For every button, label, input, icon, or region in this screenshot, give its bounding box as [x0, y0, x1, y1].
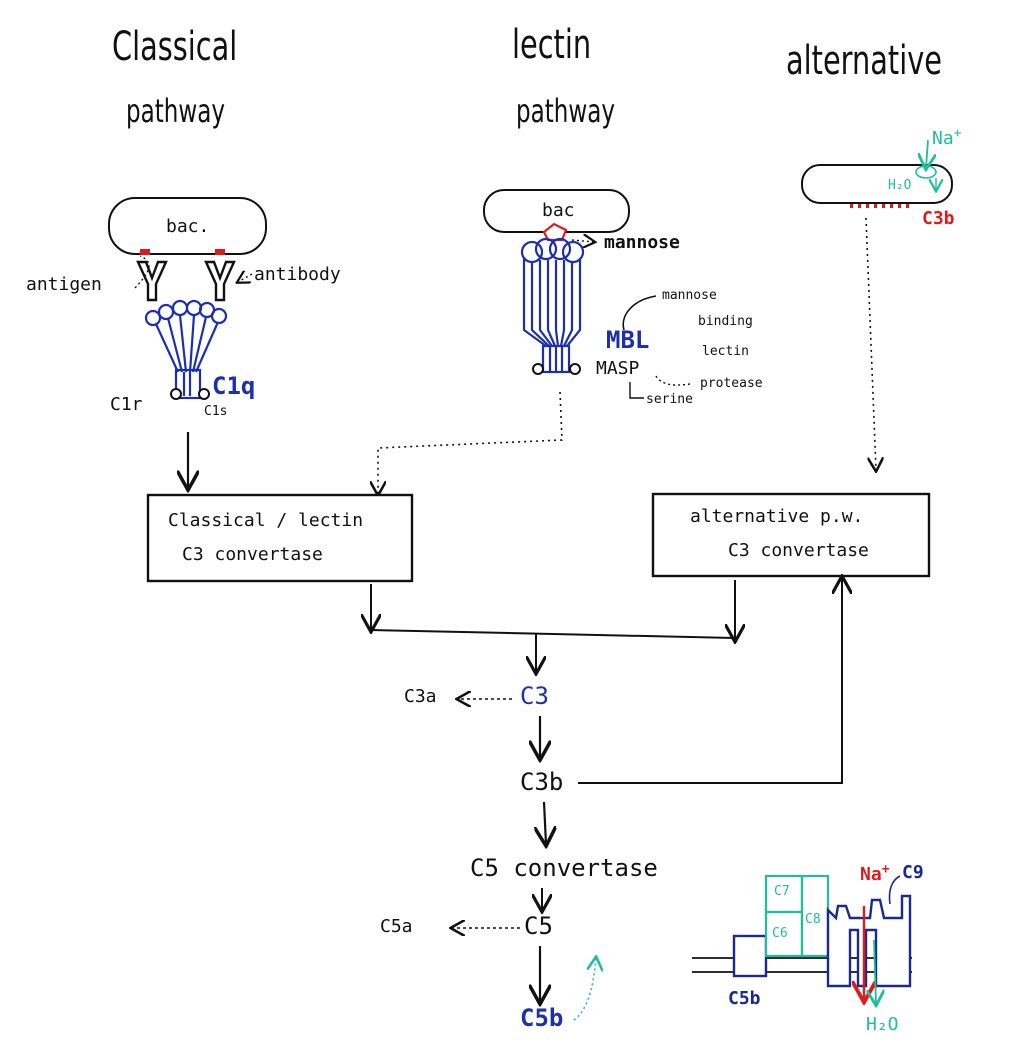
lectin-title: lectin	[512, 22, 592, 68]
classical-bacterium	[108, 197, 267, 255]
mac-c6-block	[764, 910, 804, 958]
alt-na-label: Na+	[932, 126, 962, 149]
antibody-label: antibody	[254, 264, 341, 285]
mac-na-text: Na	[860, 864, 882, 885]
c5b-to-mac-dotted	[573, 958, 596, 1021]
antigen-pointer	[134, 255, 150, 289]
c3b-label: C3b	[520, 768, 564, 796]
alternative-box-line1: alternative p.w.	[690, 506, 864, 527]
pore-mark	[915, 165, 937, 179]
c5a-label: C5a	[380, 916, 413, 937]
masp-ring-right	[569, 363, 581, 375]
protease-pointer	[655, 375, 691, 386]
alt-h2o-label: H₂O	[888, 178, 912, 193]
alternative-to-box-dotted	[865, 217, 876, 470]
serine-label: serine	[646, 392, 693, 407]
mac-c5b-label: C5b	[728, 988, 761, 1009]
alternative-bacterium	[801, 164, 953, 204]
classical-subtitle: pathway	[126, 92, 225, 130]
mbl-expansion-3: lectin	[702, 344, 749, 359]
c3b-feedback-line	[578, 578, 842, 784]
mac-c9-label: C9	[902, 862, 924, 883]
mannose-label: mannose	[604, 232, 680, 253]
alternative-title: alternative	[786, 38, 942, 84]
mac-c5b-block	[732, 934, 768, 978]
mac-c7-label: C7	[774, 884, 790, 899]
alt-na-text: Na	[932, 128, 954, 149]
classical-cell-label: bac.	[166, 216, 210, 237]
alternative-convertase-box	[651, 492, 931, 578]
mannose-pointer	[571, 240, 594, 242]
classical-lectin-convertase-box	[146, 493, 414, 583]
mac-c8-label: C8	[805, 912, 821, 927]
alt-c3b-label: C3b	[922, 208, 955, 229]
antibody-left	[136, 260, 168, 302]
mbl-expansion-2: binding	[698, 314, 753, 329]
mac-c6-label: C6	[772, 926, 788, 941]
masp-label: MASP	[596, 358, 640, 379]
c9-label-pointer	[888, 875, 901, 905]
c1q-complex	[144, 299, 228, 400]
mac-c8-block	[800, 874, 830, 958]
mbl-label: MBL	[606, 326, 650, 354]
mbl-bracket	[622, 295, 657, 331]
merge-line	[370, 629, 736, 639]
antigen-label: antigen	[26, 274, 102, 295]
mac-h2o-label: H₂O	[866, 1014, 899, 1035]
c3a-label: C3a	[404, 686, 437, 707]
antigen-mark-left	[140, 249, 150, 255]
c1r-ring	[170, 388, 182, 400]
lectin-to-box-dotted	[378, 391, 563, 494]
alternative-box-line2: C3 convertase	[728, 540, 869, 561]
antigen-mark-right	[215, 249, 225, 255]
lectin-subtitle: pathway	[516, 92, 615, 130]
lectin-cell-label: bac	[542, 200, 575, 221]
mbl-expansion-1: mannose	[662, 288, 717, 303]
c1s-ring	[198, 388, 210, 400]
c5-label: C5	[524, 912, 553, 940]
c1q-label: C1q	[212, 372, 256, 400]
c5b-label: C5b	[520, 1004, 564, 1032]
c1s-label: C1s	[204, 404, 228, 419]
classical-box-line1: Classical / lectin	[168, 510, 364, 531]
antibody-right	[204, 260, 236, 302]
c3b-to-c5conv-arrow	[544, 801, 546, 844]
mac-na-charge: +	[881, 862, 890, 877]
mbl-complex	[520, 237, 585, 374]
antibody-pointer	[238, 274, 253, 282]
na-arrow	[926, 139, 928, 168]
alt-na-charge: +	[953, 126, 962, 141]
mac-na-label: Na+	[860, 862, 890, 885]
classical-box-line2: C3 convertase	[182, 544, 323, 565]
c5-convertase-label: C5 convertase	[470, 854, 658, 882]
masp-ring-left	[532, 363, 544, 375]
serine-hook	[629, 382, 644, 399]
c3-label: C3	[520, 682, 549, 710]
c1r-label: C1r	[110, 394, 143, 415]
classical-title: Classical	[112, 24, 238, 70]
mac-c9-pore	[826, 894, 912, 988]
mac-water-arrow	[874, 939, 876, 1004]
protease-label: protease	[700, 376, 763, 391]
